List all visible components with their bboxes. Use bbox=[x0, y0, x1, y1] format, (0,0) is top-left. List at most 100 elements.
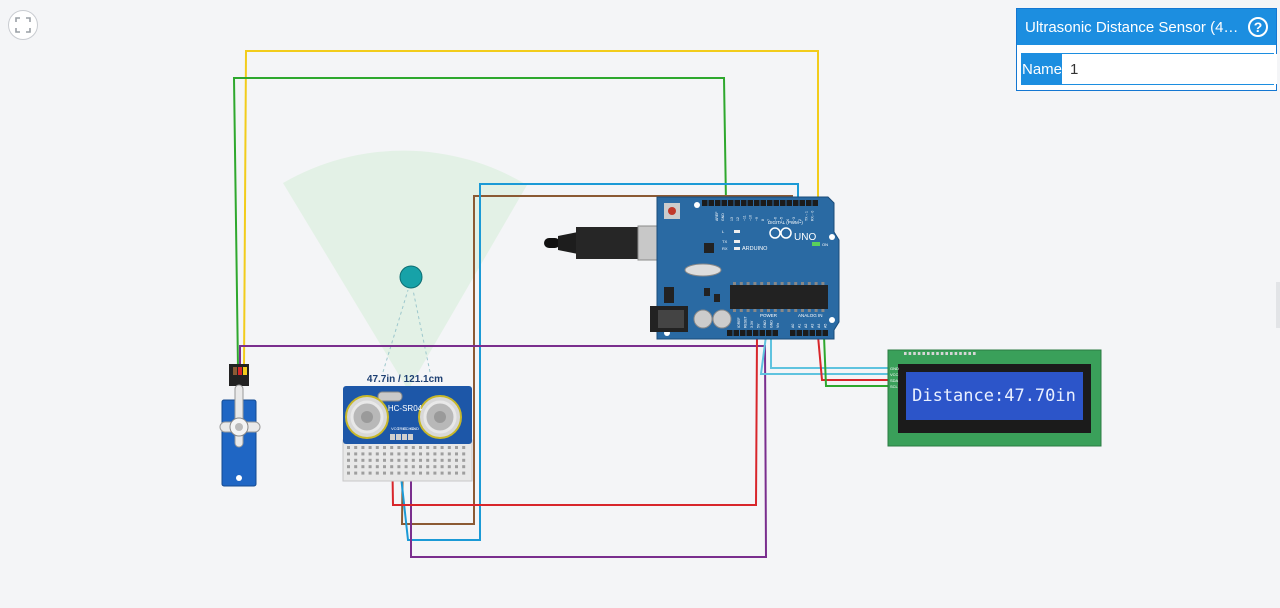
analog-header-pin[interactable] bbox=[803, 330, 809, 336]
lcd-pin-gnd: GND bbox=[890, 366, 899, 371]
properties-panel-title: Ultrasonic Distance Sensor (4… bbox=[1025, 18, 1239, 36]
wire-lightblue-2[interactable] bbox=[759, 335, 895, 375]
chip-pin bbox=[787, 282, 791, 285]
breadboard-hole bbox=[404, 458, 408, 462]
power-header-pin[interactable] bbox=[759, 330, 766, 336]
analog-header-pin[interactable] bbox=[796, 330, 803, 336]
digital-header-pin[interactable] bbox=[799, 200, 806, 206]
sensor-pin-label-echo: ECHO bbox=[403, 426, 415, 431]
mini-breadboard[interactable] bbox=[342, 439, 473, 482]
digital-header-pin[interactable] bbox=[773, 200, 780, 206]
power-pin-label: Vin bbox=[776, 323, 780, 328]
analog-header-pin[interactable] bbox=[809, 330, 816, 336]
chip-pin bbox=[767, 309, 770, 312]
digital-header-pin[interactable] bbox=[728, 200, 734, 206]
digital-pin-label: ~3 bbox=[792, 217, 796, 221]
analog-header-pin[interactable] bbox=[822, 330, 829, 336]
wire-green-lcd[interactable] bbox=[823, 335, 895, 387]
wire-green-servo[interactable] bbox=[232, 77, 727, 369]
power-header-pin[interactable] bbox=[772, 330, 779, 336]
servo-motor[interactable] bbox=[219, 364, 261, 487]
wires bbox=[232, 50, 895, 558]
power-header-pin[interactable] bbox=[733, 330, 740, 336]
chip-pin bbox=[794, 309, 798, 312]
digital-header-pin[interactable] bbox=[715, 200, 721, 206]
analog-header-pin[interactable] bbox=[816, 330, 822, 336]
wire-blue[interactable] bbox=[396, 183, 799, 541]
wire-lightblue-1[interactable] bbox=[770, 336, 895, 369]
digital-header-pin[interactable] bbox=[708, 200, 715, 206]
lcd-display[interactable]: Distance:47.70in GND VCC SDA SCL bbox=[887, 349, 1102, 447]
chip-pin bbox=[753, 282, 757, 285]
lcd-header-pin bbox=[931, 352, 935, 355]
digital-header-pin[interactable] bbox=[812, 200, 819, 206]
wire-yellow[interactable] bbox=[243, 50, 819, 369]
breadboard-hole bbox=[447, 465, 451, 469]
distance-reading-label: 47.7in / 121.1cm bbox=[367, 374, 443, 385]
digital-header-pin[interactable] bbox=[780, 200, 786, 206]
breadboard-hole bbox=[433, 446, 437, 449]
chip-pin bbox=[773, 282, 777, 285]
breadboard-hole bbox=[447, 452, 451, 456]
properties-panel: Ultrasonic Distance Sensor (4… ? Name bbox=[1016, 8, 1278, 91]
chip-pin bbox=[760, 309, 764, 312]
lcd-header-pin bbox=[959, 352, 962, 355]
wire-red-lcd[interactable] bbox=[817, 335, 895, 381]
ultrasonic-sensor[interactable]: HC-SR04 VCC TRIG ECHO GND 47.7in / 121.1… bbox=[343, 374, 472, 444]
analog-header-pin[interactable] bbox=[790, 330, 796, 336]
breadboard-hole bbox=[462, 452, 466, 456]
breadboard-hole bbox=[462, 446, 466, 449]
digital-header-pin[interactable] bbox=[747, 200, 754, 206]
breadboard-hole bbox=[361, 465, 365, 469]
sensor-pin-label-gnd: GND bbox=[410, 426, 419, 431]
digital-header-pin[interactable] bbox=[754, 200, 760, 206]
lcd-header-pin bbox=[904, 352, 907, 355]
breadboard-hole bbox=[426, 446, 430, 449]
breadboard-hole bbox=[361, 446, 365, 449]
name-input[interactable] bbox=[1062, 54, 1278, 84]
name-property-row: Name bbox=[1021, 53, 1278, 85]
breadboard-hole bbox=[368, 446, 372, 449]
breadboard-hole bbox=[455, 458, 458, 462]
breadboard-hole bbox=[361, 471, 365, 475]
power-pin-label: IOREF bbox=[737, 317, 741, 328]
arduino-uno-board[interactable]: ARDUINO UNO ON L TX RX DIGITAL (PWM~) PO… bbox=[650, 196, 840, 340]
digital-header-pin[interactable] bbox=[786, 200, 793, 206]
breadboard-hole bbox=[383, 471, 386, 475]
power-header-pin[interactable] bbox=[746, 330, 753, 336]
breadboard-hole bbox=[404, 452, 408, 456]
side-panel-toggle[interactable] bbox=[1276, 282, 1280, 328]
power-header-pin[interactable] bbox=[740, 330, 746, 336]
breadboard-hole bbox=[390, 465, 394, 469]
breadboard-hole bbox=[354, 452, 358, 456]
power-header-pin[interactable] bbox=[753, 330, 759, 336]
power-header-pin[interactable] bbox=[727, 330, 733, 336]
analog-pin-label: A1 bbox=[798, 324, 802, 328]
fit-to-view-button[interactable] bbox=[8, 10, 38, 40]
analog-pin-label: A0 bbox=[791, 324, 795, 328]
breadboard-hole bbox=[404, 446, 408, 449]
digital-header-pin[interactable] bbox=[741, 200, 747, 206]
chip-pin bbox=[801, 282, 804, 285]
wire-purple[interactable] bbox=[239, 345, 768, 558]
digital-header-pin[interactable] bbox=[721, 200, 728, 206]
measured-object[interactable] bbox=[399, 265, 423, 289]
digital-header-pin[interactable] bbox=[793, 200, 799, 206]
power-header-pin[interactable] bbox=[766, 330, 772, 336]
digital-header-pin[interactable] bbox=[767, 200, 773, 206]
digital-header-pin[interactable] bbox=[702, 200, 708, 206]
help-icon[interactable]: ? bbox=[1248, 17, 1268, 37]
breadboard-hole bbox=[404, 465, 408, 469]
digital-pin-label: 4 bbox=[786, 219, 790, 221]
lcd-text: Distance:47.70in bbox=[912, 386, 1076, 406]
digital-header-pin[interactable] bbox=[734, 200, 741, 206]
breadboard-hole bbox=[375, 452, 379, 456]
sensor-pin-label-vcc: VCC bbox=[391, 426, 400, 431]
breadboard-hole bbox=[462, 458, 466, 462]
breadboard-hole bbox=[375, 458, 379, 462]
chip-pin bbox=[780, 282, 784, 285]
digital-header-pin[interactable] bbox=[760, 200, 767, 206]
digital-header-pin[interactable] bbox=[806, 200, 812, 206]
digital-pin-label: TX→1 bbox=[804, 211, 808, 221]
